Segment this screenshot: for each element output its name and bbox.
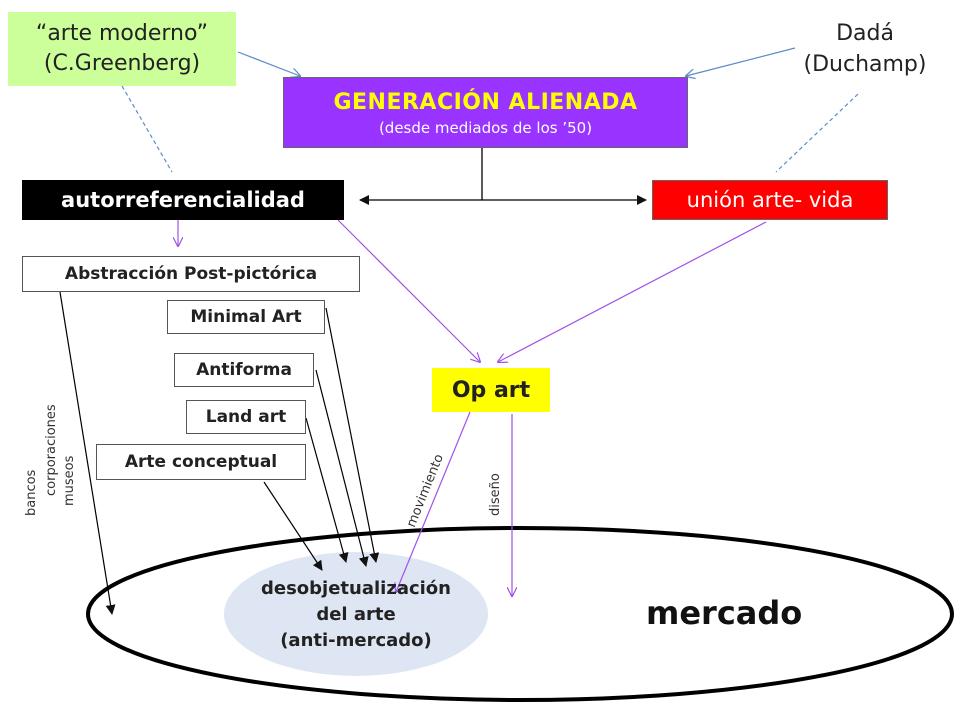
arte-conceptual-box: Arte conceptual	[96, 444, 306, 480]
op-art-label: Op art	[451, 377, 531, 403]
dada-line1: Dadá	[836, 21, 894, 46]
arte-moderno-line2: (C.Greenberg)	[43, 51, 201, 76]
autorreferencialidad-label: autorreferencialidad	[61, 188, 305, 212]
arte-conceptual-label: Arte conceptual	[124, 452, 278, 472]
arrow-conceptual	[263, 481, 323, 571]
arrow-autorref-to-opart	[337, 219, 480, 362]
desobjetualizacion-oval	[224, 552, 488, 676]
autorreferencialidad-box: autorreferencialidad	[22, 180, 344, 220]
antiforma-box: Antiforma	[174, 353, 314, 387]
generacion-title: GENERACIÓN ALIENADA	[333, 89, 638, 115]
generacion-subtitle: (desde mediados de los ’50)	[378, 118, 593, 137]
mercado-ellipse	[86, 526, 954, 702]
union-label: unión arte- vida	[686, 188, 854, 212]
arrow-abstraccion-to-mercado	[59, 291, 116, 615]
arrow-dada-to-generacion	[686, 47, 796, 76]
desobjetualizacion-line3: (anti-mercado)	[280, 630, 432, 651]
abstraccion-label: Abstracción Post-pictórica	[64, 264, 318, 284]
dashed-arte-moderno-autorref	[121, 85, 173, 173]
land-art-label: Land art	[205, 407, 287, 427]
arrow-union-to-opart	[498, 221, 767, 362]
museos-label: museos	[62, 455, 77, 506]
desobjetualizacion-line2: del arte	[316, 604, 396, 625]
arrow-movimiento	[396, 411, 471, 592]
antiforma-label: Antiforma	[196, 360, 292, 380]
op-art-box: Op art	[432, 368, 550, 412]
arrow-arte-moderno-to-generacion	[237, 51, 300, 76]
desobjetualizacion-text: desobjetualización del arte (anti-mercad…	[232, 574, 480, 656]
generacion-box: GENERACIÓN ALIENADA (desde mediados de l…	[283, 77, 688, 148]
dada-line2: (Duchamp)	[803, 52, 927, 77]
mercado-label: mercado	[646, 594, 803, 632]
arte-moderno-box: “arte moderno” (C.Greenberg)	[8, 12, 236, 86]
arrow-minimal	[325, 307, 380, 563]
minimal-box: Minimal Art	[167, 300, 325, 334]
abstraccion-box: Abstracción Post-pictórica	[22, 256, 360, 292]
corporaciones-label: corporaciones	[44, 404, 59, 496]
minimal-label: Minimal Art	[190, 307, 302, 327]
land-art-box: Land art	[186, 400, 306, 434]
arte-moderno-line1: “arte moderno”	[35, 21, 209, 46]
dada-label: Dadá (Duchamp)	[780, 16, 950, 82]
arrow-land	[305, 417, 349, 563]
diseno-label: diseño	[488, 473, 503, 516]
bancos-label: bancos	[24, 469, 39, 516]
desobjetualizacion-line1: desobjetualización	[261, 578, 451, 599]
arrow-antiforma	[315, 369, 369, 567]
dashed-dada-union	[775, 93, 859, 173]
union-box: unión arte- vida	[652, 180, 888, 220]
